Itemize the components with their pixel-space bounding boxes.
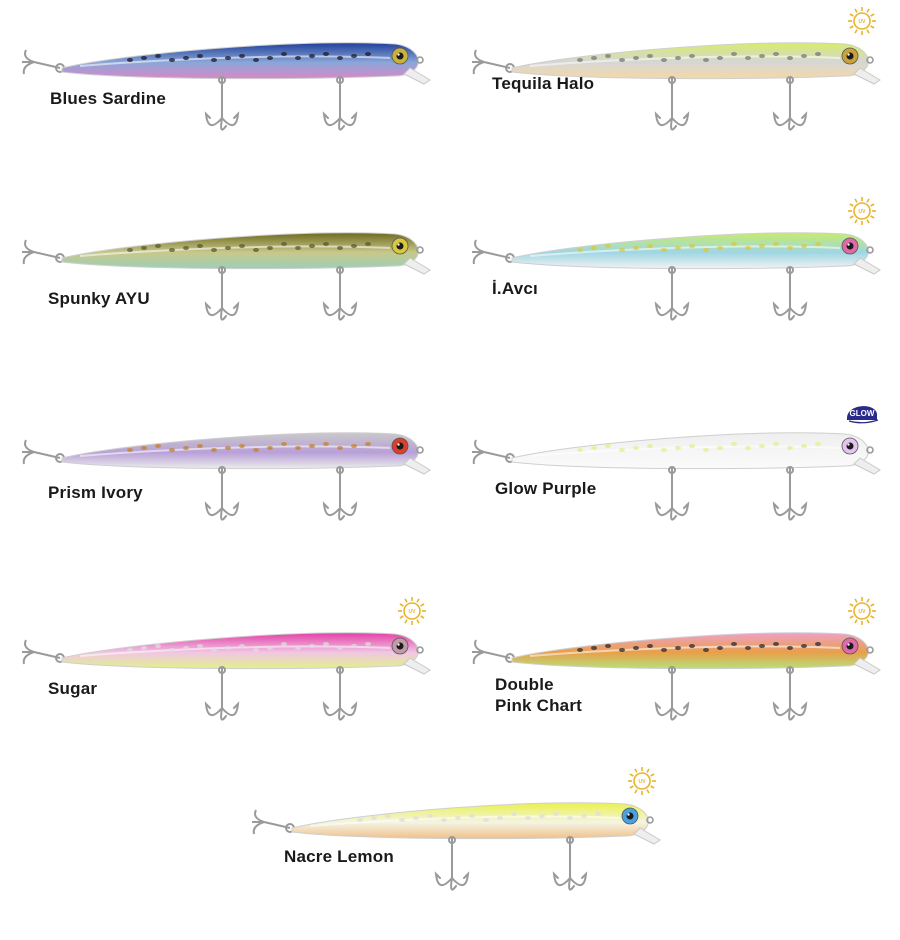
treble-hook-icon bbox=[204, 266, 240, 321]
treble-hook-icon bbox=[772, 466, 808, 521]
treble-hook-icon bbox=[322, 76, 358, 131]
treble-hook-icon bbox=[654, 666, 690, 721]
rear-hook-icon bbox=[22, 239, 65, 265]
lure-pattern bbox=[127, 442, 371, 452]
lure-card: UV İ.Avcı bbox=[450, 190, 900, 370]
rear-hook-icon bbox=[472, 239, 515, 265]
lure-lip bbox=[853, 67, 881, 85]
lure-illustration bbox=[252, 802, 661, 891]
treble-hook-icon bbox=[772, 76, 808, 131]
lure-body bbox=[511, 432, 869, 470]
lure-card: UV Tequila Halo bbox=[450, 0, 900, 180]
lure-pattern bbox=[357, 812, 601, 822]
lure-name-label: Sugar bbox=[48, 679, 98, 698]
lure-lip bbox=[853, 657, 881, 675]
lure-body bbox=[61, 42, 419, 80]
lure-card: UV Nacre Lemon bbox=[230, 760, 680, 940]
treble-hook-icon bbox=[434, 836, 470, 891]
rear-hook-icon bbox=[472, 49, 515, 75]
lure-card: UV Double Pink Chart bbox=[450, 590, 900, 770]
lure-lip bbox=[403, 257, 431, 275]
uv-sun-icon: UV bbox=[845, 6, 879, 36]
lure-card: Spunky AYU bbox=[0, 190, 450, 370]
uv-badge-text: UV bbox=[859, 209, 867, 215]
treble-hook-icon bbox=[322, 666, 358, 721]
lure-lip bbox=[403, 457, 431, 475]
lure-pattern bbox=[577, 242, 821, 252]
treble-hook-icon bbox=[772, 666, 808, 721]
uv-badge-text: UV bbox=[409, 609, 417, 615]
lure-card: Blues Sardine bbox=[0, 0, 450, 180]
lure-name-label: Tequila Halo bbox=[492, 74, 595, 93]
lure-card: UV Sugar bbox=[0, 590, 450, 770]
treble-hook-icon bbox=[204, 76, 240, 131]
lure-illustration bbox=[472, 42, 881, 131]
uv-sun-icon: UV bbox=[395, 596, 429, 626]
rear-hook-icon bbox=[472, 439, 515, 465]
lure-body bbox=[511, 632, 869, 670]
glow-badge-icon: GLOW bbox=[845, 398, 879, 428]
lure-pattern bbox=[127, 52, 371, 62]
lure-pattern bbox=[577, 442, 821, 452]
treble-hook-icon bbox=[654, 266, 690, 321]
glow-badge-text: GLOW bbox=[850, 409, 875, 418]
lure-illustration bbox=[472, 432, 881, 521]
treble-hook-icon bbox=[322, 266, 358, 321]
lure-body bbox=[61, 232, 419, 270]
lure-lip bbox=[403, 657, 431, 675]
lure-body bbox=[291, 802, 649, 840]
lure-card: Prism Ivory bbox=[0, 390, 450, 570]
lure-illustration bbox=[22, 42, 431, 131]
lure-body bbox=[61, 432, 419, 470]
lure-illustration bbox=[22, 432, 431, 521]
lure-illustration bbox=[22, 632, 431, 721]
treble-hook-icon bbox=[204, 466, 240, 521]
lure-name-label: Double Pink Chart bbox=[495, 675, 583, 715]
treble-hook-icon bbox=[552, 836, 588, 891]
lure-name-label: Glow Purple bbox=[495, 479, 597, 498]
lure-name-label: Nacre Lemon bbox=[284, 847, 394, 866]
lure-body bbox=[61, 632, 419, 670]
lure-lip bbox=[403, 67, 431, 85]
lure-pattern bbox=[577, 642, 821, 652]
uv-badge-text: UV bbox=[859, 609, 867, 615]
lure-pattern bbox=[127, 642, 371, 652]
treble-hook-icon bbox=[654, 466, 690, 521]
lure-illustration bbox=[472, 232, 881, 321]
treble-hook-icon bbox=[772, 266, 808, 321]
treble-hook-icon bbox=[322, 466, 358, 521]
lure-name-label: İ.Avcı bbox=[492, 279, 538, 298]
lure-card: GLOW Glow Purple bbox=[450, 390, 900, 570]
uv-sun-icon: UV bbox=[845, 196, 879, 226]
lure-pattern bbox=[127, 242, 371, 252]
lure-lip bbox=[853, 257, 881, 275]
lure-lip bbox=[853, 457, 881, 475]
lure-illustration bbox=[22, 232, 431, 321]
uv-sun-icon: UV bbox=[845, 596, 879, 626]
lure-body bbox=[511, 42, 869, 80]
rear-hook-icon bbox=[22, 49, 65, 75]
lure-body bbox=[511, 232, 869, 270]
lure-name-label: Blues Sardine bbox=[50, 89, 166, 108]
rear-hook-icon bbox=[22, 639, 65, 665]
lure-illustration bbox=[472, 632, 881, 721]
uv-badge-text: UV bbox=[639, 779, 647, 785]
lure-name-label: Prism Ivory bbox=[48, 483, 143, 502]
rear-hook-icon bbox=[252, 809, 295, 835]
lure-lip bbox=[633, 827, 661, 845]
rear-hook-icon bbox=[22, 439, 65, 465]
uv-sun-icon: UV bbox=[625, 766, 659, 796]
treble-hook-icon bbox=[654, 76, 690, 131]
uv-badge-text: UV bbox=[859, 19, 867, 25]
lure-name-label: Spunky AYU bbox=[48, 289, 150, 308]
lure-pattern bbox=[577, 52, 821, 62]
treble-hook-icon bbox=[204, 666, 240, 721]
rear-hook-icon bbox=[472, 639, 515, 665]
